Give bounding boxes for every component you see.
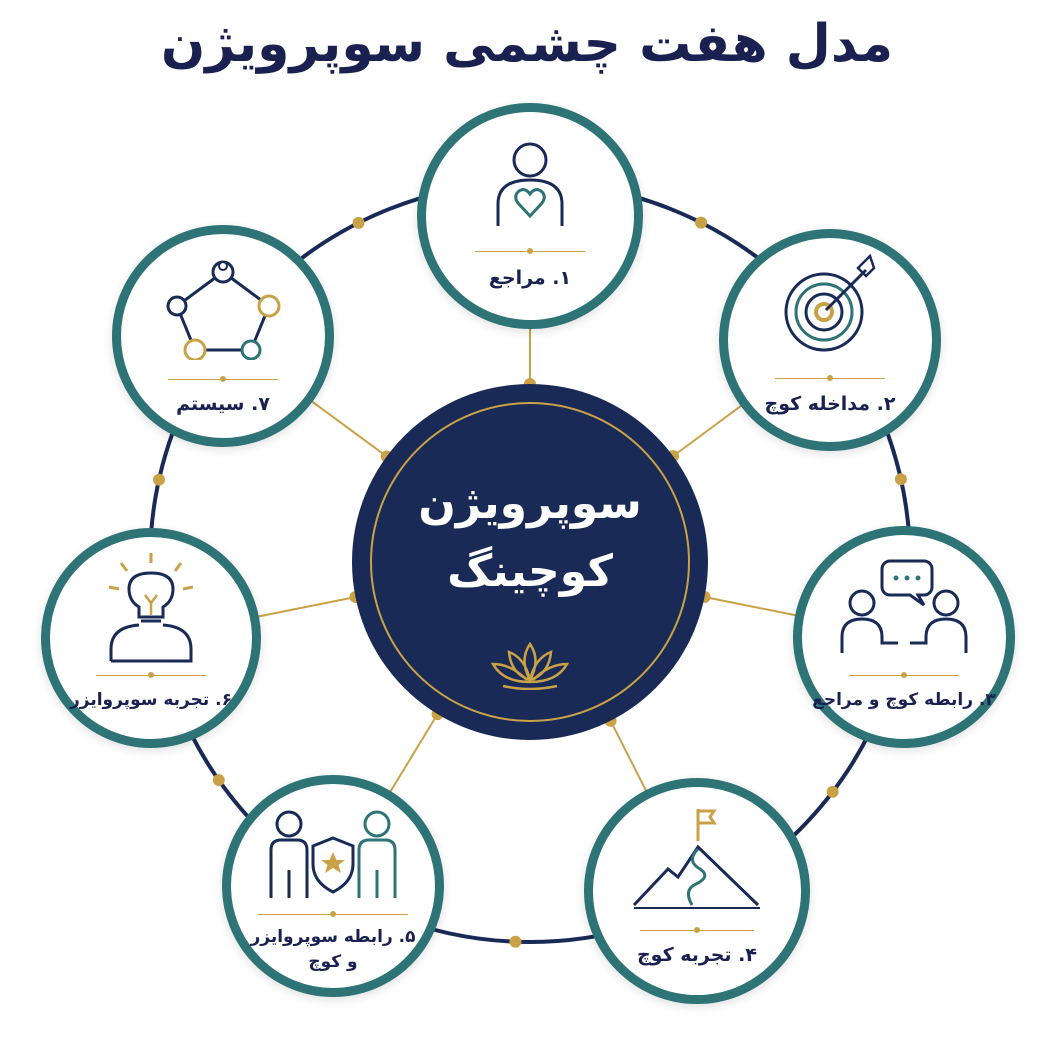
two-people-chat-icon	[840, 559, 968, 653]
diagram-title: مدل هفت چشمی سوپرویژن	[160, 14, 894, 74]
mountain-flag-icon	[632, 809, 760, 909]
center-title-line2: کوچینگ	[447, 546, 613, 598]
people-shield-star-icon	[269, 810, 397, 898]
ring-dot	[212, 774, 225, 787]
node-supervisor-experience: ۶. تجربه سوپروایزر	[41, 528, 261, 748]
node-coach-intervention: ۲. مداخله کوچ	[719, 229, 941, 451]
node-divider	[849, 675, 959, 676]
ring-dot	[695, 216, 708, 229]
spoke-line	[258, 596, 356, 618]
node-divider	[168, 379, 278, 380]
spoke-line	[310, 400, 388, 458]
network-cycle-icon	[166, 260, 281, 360]
person-heart-icon	[496, 142, 564, 226]
node-coach-experience: ۴. تجربه کوچ	[584, 778, 810, 1004]
node-label: ۱. مراجع	[488, 267, 572, 289]
node-divider	[775, 378, 885, 379]
ring-dot	[826, 785, 839, 798]
ring-dot	[153, 473, 166, 486]
node-system: ۷. سیستم	[112, 225, 334, 447]
spoke-lines	[258, 326, 797, 794]
ring-dot	[894, 473, 907, 486]
node-label: ۷. سیستم	[176, 393, 270, 415]
node-divider	[258, 914, 408, 915]
node-divider	[640, 930, 754, 931]
spoke-line	[609, 720, 649, 794]
node-label: ۶. تجربه سوپروایزر	[69, 690, 233, 710]
spoke-line	[704, 596, 797, 617]
spoke-line	[389, 713, 439, 793]
node-divider	[96, 675, 206, 676]
center-circle: سوپرویژن کوچینگ	[352, 384, 708, 740]
node-client: ۱. مراجع	[417, 103, 643, 329]
node-label: ۵. رابطه سوپروایزر	[250, 927, 416, 947]
lightbulb-head-icon	[108, 553, 194, 663]
ring-dot	[509, 935, 522, 948]
node-label: ۲. مداخله کوچ	[764, 393, 896, 415]
lotus-icon	[490, 641, 570, 690]
node-coach-client-relationship: ۳. رابطه کوچ و مراجع	[793, 526, 1015, 748]
target-arrow-icon	[784, 254, 876, 352]
center-title-line1: سوپرویژن	[418, 478, 642, 529]
node-supervisor-coach-relationship: ۵. رابطه سوپروایزر و کوچ	[222, 775, 444, 997]
node-label-line2: و کوچ	[308, 952, 358, 972]
center-inner-ring	[370, 402, 690, 722]
node-label: ۴. تجربه کوچ	[636, 944, 757, 966]
node-divider	[475, 251, 585, 252]
center-title: سوپرویژن کوچینگ	[352, 470, 708, 606]
ring-dot	[352, 216, 365, 229]
spoke-line	[672, 404, 743, 457]
node-label: ۳. رابطه کوچ و مراجع	[812, 690, 996, 710]
